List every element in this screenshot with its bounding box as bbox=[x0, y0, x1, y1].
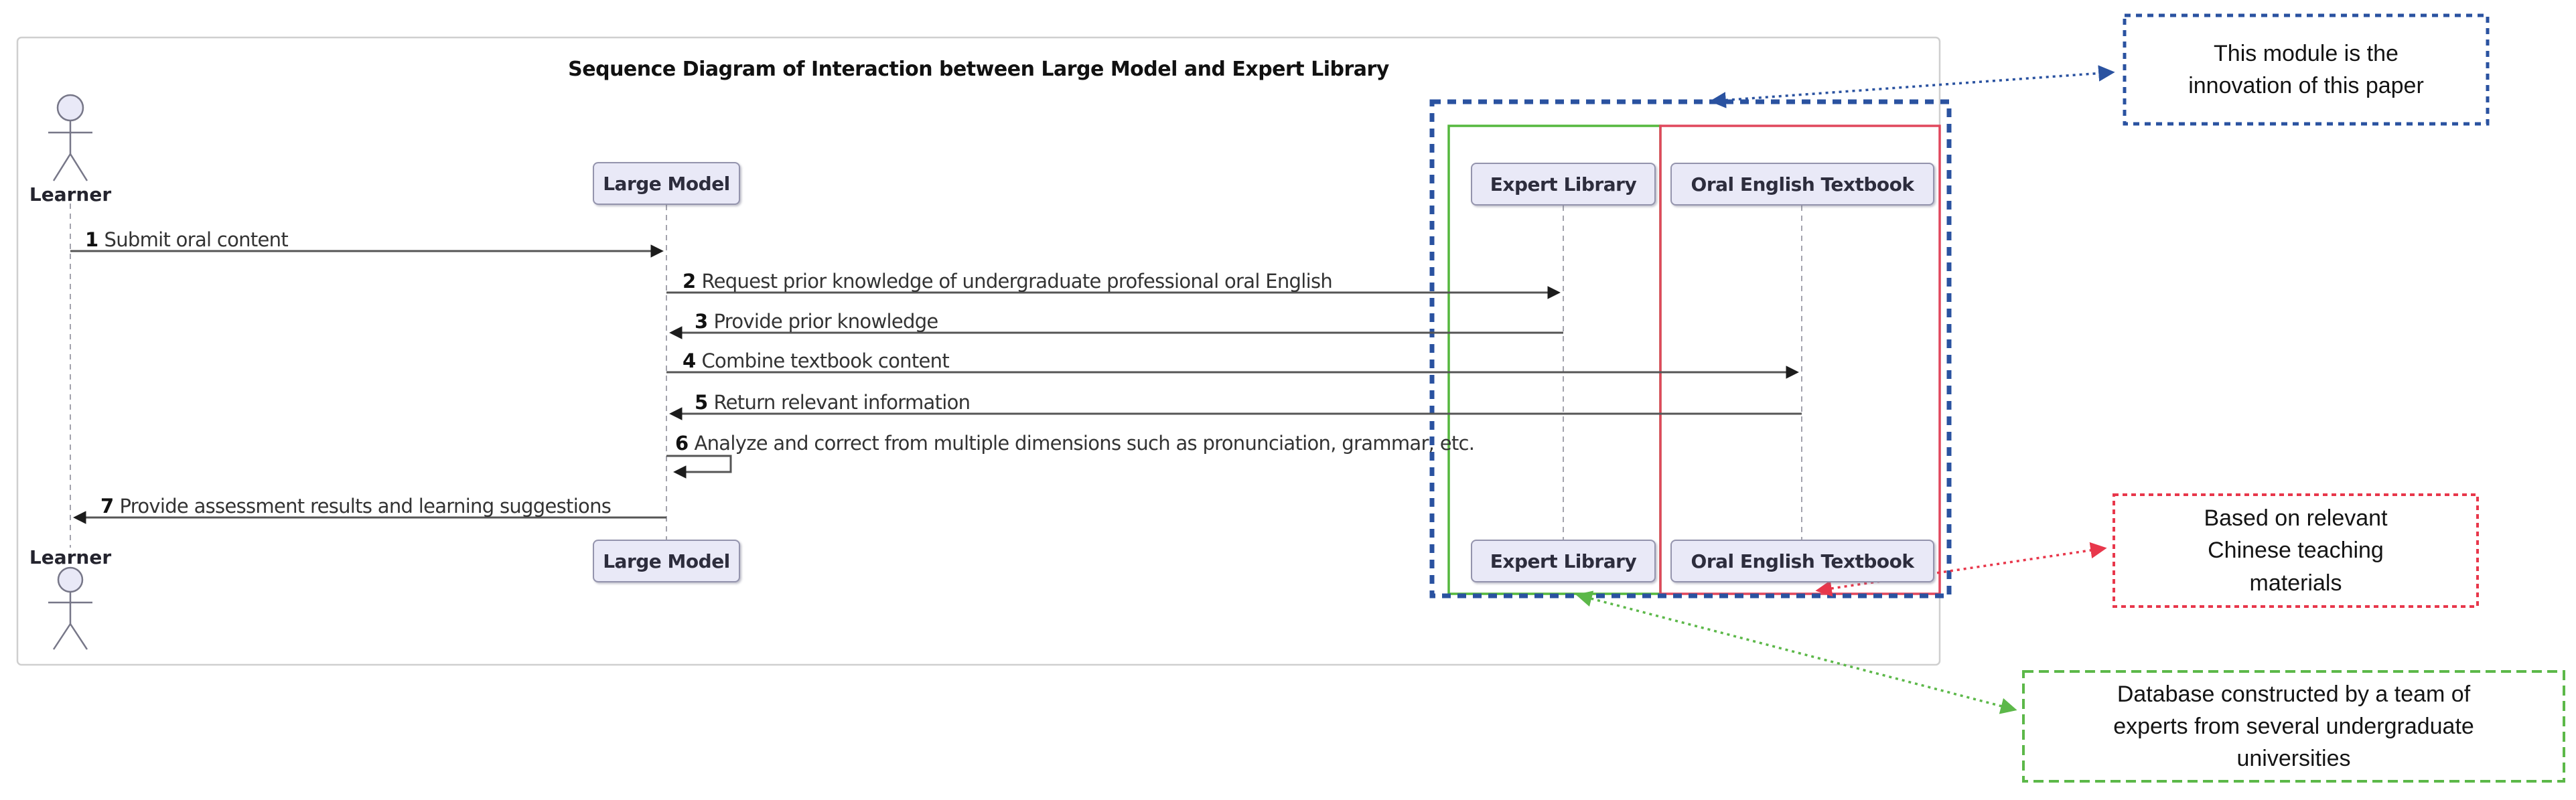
large-model-box-top: Large Model bbox=[593, 162, 740, 205]
expert-library-box-top: Expert Library bbox=[1471, 163, 1656, 206]
red-connector-arrow bbox=[1815, 542, 2107, 597]
message-1-text: Submit oral content bbox=[104, 228, 289, 251]
lifelines bbox=[70, 204, 1802, 548]
green-connector-arrow bbox=[1575, 590, 2017, 714]
materials-annotation-box bbox=[2113, 493, 2479, 608]
learner-actor-icon bbox=[48, 94, 92, 181]
message-5-text: Return relevant information bbox=[713, 391, 971, 414]
message-2-number: 2 bbox=[683, 270, 696, 293]
innovation-annotation-text: This module is the innovation of this pa… bbox=[2188, 40, 2424, 98]
innovation-annotation-box bbox=[2123, 13, 2490, 126]
learner-label-bottom: Learner bbox=[29, 546, 112, 568]
message-6-number: 6 bbox=[675, 432, 689, 455]
oral-english-textbook-box-bottom: Oral English Textbook bbox=[1670, 540, 1934, 582]
message-2-text: Request prior knowledge of undergraduate… bbox=[701, 270, 1333, 293]
message-arrows bbox=[70, 244, 1802, 524]
message-7-text: Provide assessment results and learning … bbox=[119, 495, 612, 517]
message-7-number: 7 bbox=[100, 495, 114, 517]
message-4-text: Combine textbook content bbox=[701, 349, 950, 372]
message-6-text: Analyze and correct from multiple dimens… bbox=[694, 432, 1475, 455]
message-1-number: 1 bbox=[85, 228, 98, 251]
expert-library-box-bottom: Expert Library bbox=[1471, 540, 1656, 582]
materials-annotation-text: Based on relevant Chinese teaching mater… bbox=[2204, 505, 2388, 596]
learner-actor-bottom-icon bbox=[48, 566, 92, 650]
diagram-title: Sequence Diagram of Interaction between … bbox=[568, 58, 1389, 81]
learner-label-top: Learner bbox=[29, 183, 112, 206]
learner-head-icon bbox=[56, 94, 84, 122]
message-4-number: 4 bbox=[683, 349, 696, 372]
database-annotation-text: Database constructed by a team of expert… bbox=[2113, 681, 2474, 772]
message-3-text: Provide prior knowledge bbox=[713, 310, 938, 333]
message-5-number: 5 bbox=[695, 391, 708, 414]
message-1-label: 1 Submit oral content bbox=[85, 228, 289, 251]
large-model-box-bottom: Large Model bbox=[593, 540, 740, 582]
database-annotation-box bbox=[2022, 670, 2565, 783]
message-6-self-loop-arrow bbox=[666, 455, 732, 479]
oral-english-textbook-box-top: Oral English Textbook bbox=[1670, 163, 1934, 206]
learner-head-bottom-icon bbox=[57, 566, 84, 593]
message-3-number: 3 bbox=[695, 310, 708, 333]
blue-connector-arrow bbox=[1709, 65, 2115, 108]
